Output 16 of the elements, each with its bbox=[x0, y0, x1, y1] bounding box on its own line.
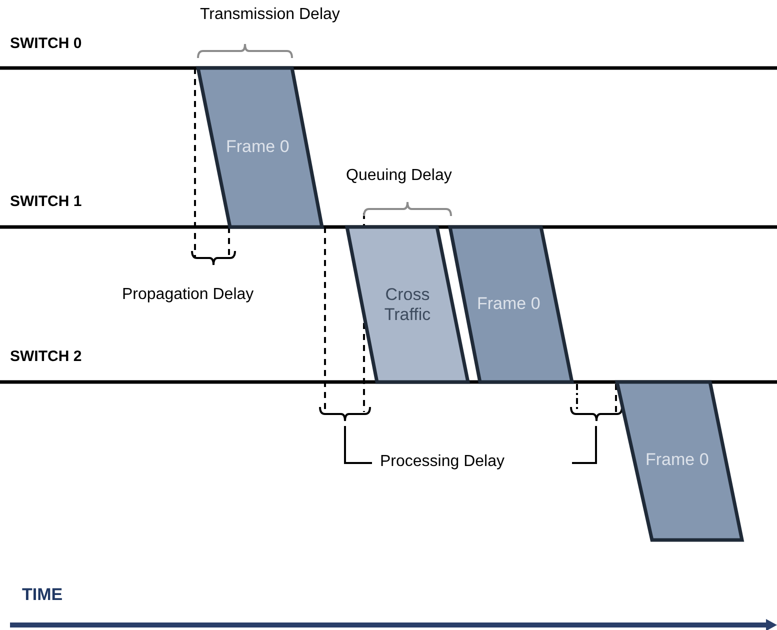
frame-label: Frame 0 bbox=[646, 450, 709, 470]
frame-label: Frame 0 bbox=[477, 294, 540, 314]
frame-parallelogram bbox=[617, 382, 742, 540]
frame-label: Cross Traffic bbox=[383, 284, 432, 326]
switch-label: SWITCH 1 bbox=[10, 193, 82, 210]
delay-label: Processing Delay bbox=[380, 453, 504, 471]
delay-label: Queuing Delay bbox=[346, 167, 452, 185]
frame-label: Frame 0 bbox=[226, 136, 290, 157]
switch-label: SWITCH 0 bbox=[10, 35, 82, 52]
delay-label: Transmission Delay bbox=[200, 6, 340, 24]
axis-label: TIME bbox=[22, 585, 63, 605]
frame-parallelogram bbox=[450, 227, 572, 382]
switch-label: SWITCH 2 bbox=[10, 348, 82, 365]
frame-parallelogram bbox=[347, 227, 468, 382]
delay-label: Propagation Delay bbox=[122, 286, 254, 304]
frame-parallelogram bbox=[198, 68, 322, 227]
